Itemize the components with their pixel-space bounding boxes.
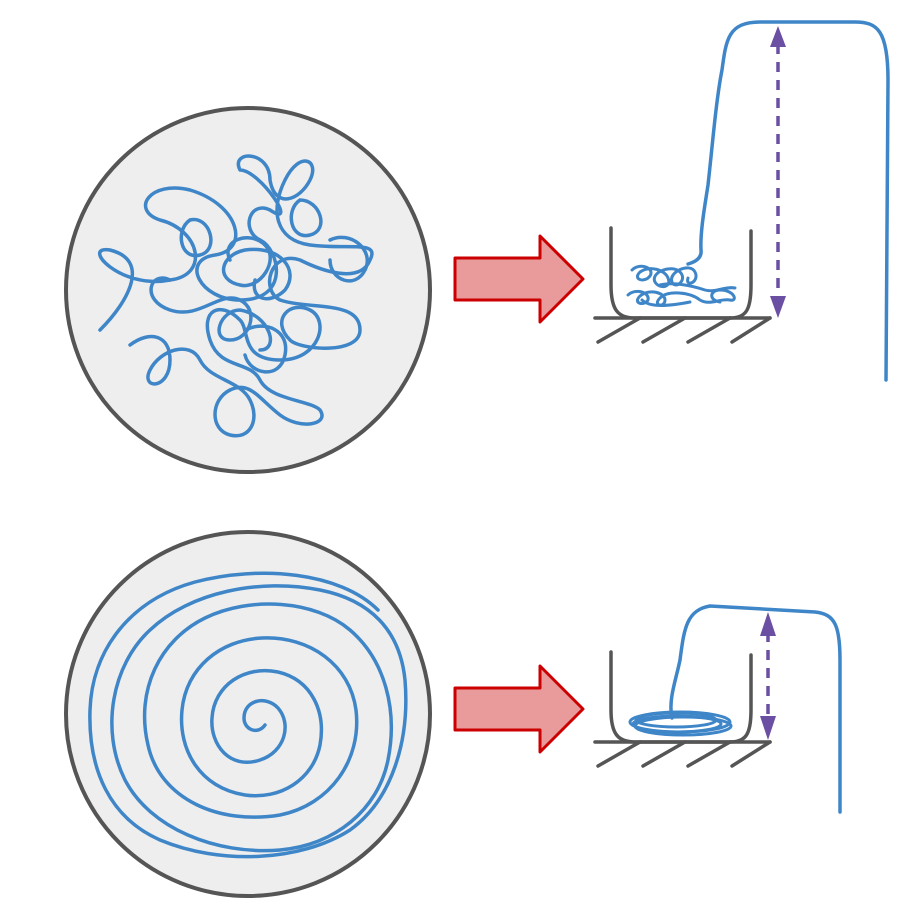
double-headed-arrow-icon — [760, 612, 776, 636]
right-arrow-icon — [453, 234, 585, 324]
tangled-height-marker — [770, 26, 786, 318]
double-headed-arrow-icon — [770, 26, 786, 47]
coiled-rising-strand — [669, 604, 842, 814]
coiled-height-marker — [760, 612, 776, 740]
tangled-rising-strand — [686, 20, 890, 382]
panel-tangled — [64, 20, 890, 474]
coiled-strand-spiral — [88, 571, 408, 859]
tangled-strand-coil — [97, 154, 374, 438]
coiled-ground — [593, 740, 772, 768]
ground-hatching-icon — [596, 316, 642, 344]
coiled-pile — [628, 710, 733, 737]
tangled-ground — [593, 316, 772, 344]
right-arrow-icon — [453, 664, 585, 754]
tangled-disc — [64, 106, 432, 474]
tangled-pile — [626, 264, 737, 307]
panel-coiled — [64, 530, 842, 898]
ground-hatching-icon — [596, 740, 642, 768]
